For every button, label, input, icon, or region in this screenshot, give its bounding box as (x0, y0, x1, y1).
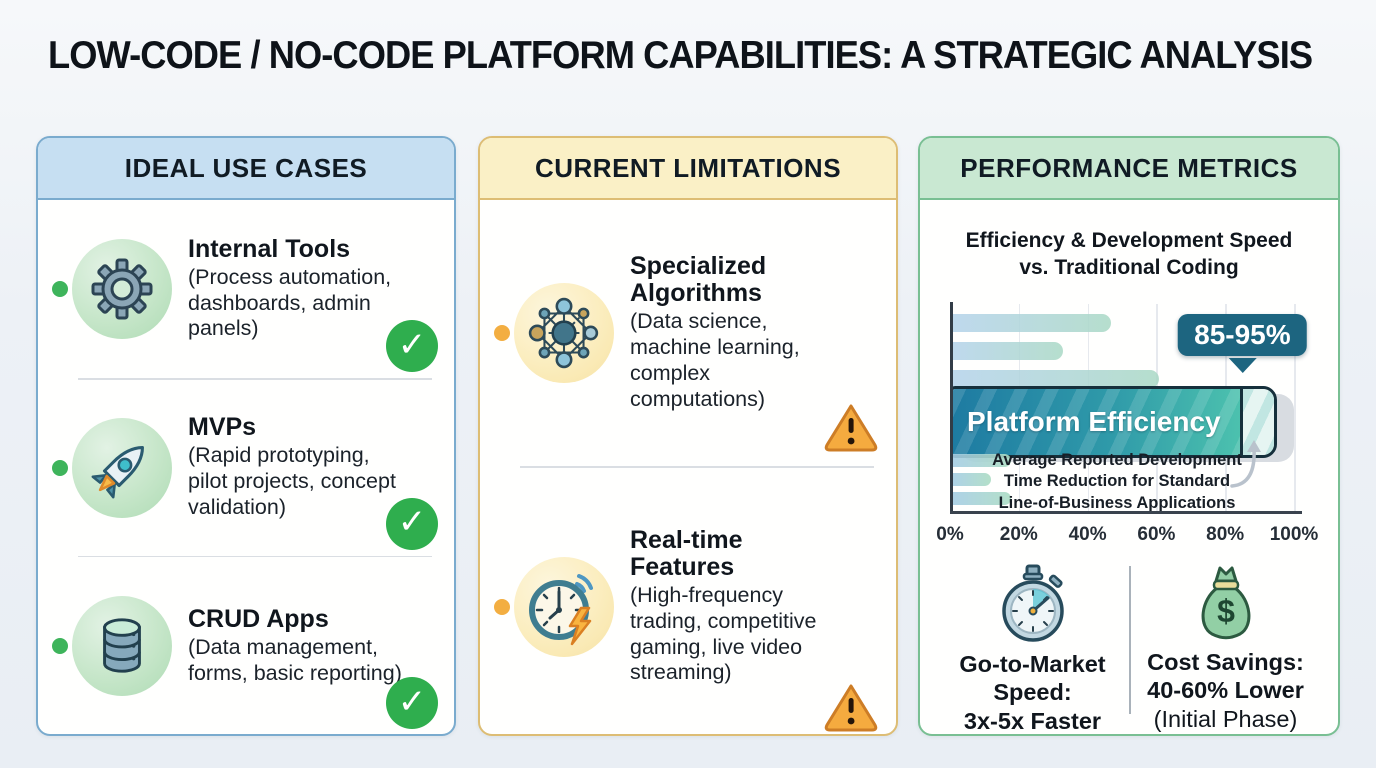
clock-icon (529, 573, 593, 645)
metric-line: Go-to-Market (959, 650, 1106, 677)
x-tick: 80% (1206, 523, 1245, 545)
limitation-item-specialized-algorithms: Specialized Algorithms (Data science, ma… (480, 200, 896, 466)
bullet-dot (494, 325, 510, 341)
divider (520, 466, 874, 468)
value-callout: 85-95% (1178, 313, 1307, 373)
item-title: Specialized Algorithms (630, 252, 767, 308)
use-case-item-internal-tools: Internal Tools (Process automation, dash… (38, 200, 454, 378)
warning-icon (824, 684, 878, 731)
metric-line: 40-60% Lower (1147, 677, 1304, 704)
item-desc: (Rapid prototyping, pilot projects, conc… (188, 443, 396, 519)
main-bar-light-segment (1240, 388, 1274, 455)
divider (78, 378, 432, 380)
warning-icon (824, 404, 878, 452)
callout-value: 85-95% (1178, 313, 1307, 356)
x-tick: 60% (1137, 523, 1176, 545)
item-title: Internal Tools (188, 234, 351, 263)
stopwatch-icon (1001, 564, 1064, 642)
x-tick: 20% (999, 523, 1038, 545)
svg-text:$: $ (1217, 593, 1235, 629)
footer-metrics: Go-to-Market Speed: 3x-5x Faster $ Cost … (936, 564, 1322, 735)
item-desc: (Data science, machine learning, complex… (630, 309, 800, 411)
bar-fill (953, 388, 1241, 455)
x-tick: 0% (936, 523, 964, 545)
background-bar (953, 491, 1012, 505)
use-cases-column: IDEAL USE CASES (36, 136, 456, 736)
go-to-market-metric: Go-to-Market Speed: 3x-5x Faster (936, 564, 1129, 735)
background-bar (953, 369, 1160, 388)
callout-pointer (1228, 357, 1257, 373)
background-bar (953, 313, 1112, 332)
platform-efficiency-label: Platform Efficiency (967, 405, 1221, 437)
curved-arrow-icon (1230, 439, 1261, 488)
money-bag-icon: $ (1201, 566, 1250, 639)
performance-metrics-header: PERFORMANCE METRICS (920, 138, 1338, 200)
metric-line: Cost Savings: (1147, 648, 1304, 675)
use-case-item-crud-apps: CRUD Apps (Data management, forms, basic… (38, 557, 454, 734)
metric-line: (Initial Phase) (1153, 706, 1298, 733)
limitations-column: CURRENT LIMITATIONS (478, 136, 898, 736)
performance-metrics-column: PERFORMANCE METRICS Efficiency & Develop… (918, 136, 1340, 736)
limitations-header: CURRENT LIMITATIONS (480, 138, 896, 200)
metric-line: 3x-5x Faster (963, 708, 1102, 735)
bullet-dot (52, 638, 68, 654)
item-title: MVPs (188, 413, 257, 442)
x-tick: 100% (1269, 523, 1319, 545)
divider (78, 555, 432, 557)
bullet-dot (52, 459, 68, 476)
bar-outline: Platform Efficiency (950, 385, 1277, 458)
x-axis-line (950, 511, 1302, 514)
platform-efficiency-bar: Platform Efficiency (950, 385, 1294, 462)
background-bar (953, 472, 991, 486)
bullet-dot (494, 598, 510, 615)
check-icon: ✓ (386, 320, 438, 372)
check-icon: ✓ (386, 677, 438, 729)
y-axis-line (950, 301, 953, 514)
chart-annotation: Average Reported Development Time Reduct… (992, 450, 1242, 512)
use-cases-header: IDEAL USE CASES (38, 138, 454, 200)
item-desc: (Process automation, dashboards, admin p… (188, 264, 392, 341)
item-title: CRUD Apps (188, 604, 329, 633)
bullet-dot (52, 281, 68, 297)
page-title: LOW-CODE / NO-CODE PLATFORM CAPABILITIES… (48, 34, 1313, 77)
item-desc: (High-frequency trading, competitive gam… (630, 582, 817, 685)
rocket-icon (91, 445, 144, 498)
item-desc: (Data management, forms, basic reporting… (188, 634, 402, 685)
database-icon (103, 618, 141, 673)
check-icon: ✓ (386, 497, 438, 550)
background-bar (953, 453, 1012, 467)
metric-line: Speed: (993, 679, 1072, 706)
network-icon (528, 297, 599, 369)
background-bar (953, 341, 1064, 360)
gridline (1294, 303, 1296, 514)
item-title: Real-time Features (630, 525, 743, 581)
x-axis-ticks: 0% 20% 40% 60% 80% 100% (936, 518, 1318, 552)
bar-chart-plot: Platform Efficiency 85-95% Average Repor… (950, 301, 1307, 514)
cost-savings-metric: $ Cost Savings: 40-60% Lower (Initial Ph… (1129, 564, 1322, 734)
chart-title: Efficiency & Development Speed vs. Tradi… (965, 229, 1293, 279)
gear-icon (91, 258, 153, 320)
limitation-item-real-time-features: Real-time Features (High-frequency tradi… (480, 468, 896, 735)
use-case-item-mvps: MVPs (Rapid prototyping, pilot projects,… (38, 380, 454, 556)
x-tick: 40% (1068, 523, 1107, 545)
footer-divider (1129, 565, 1131, 714)
